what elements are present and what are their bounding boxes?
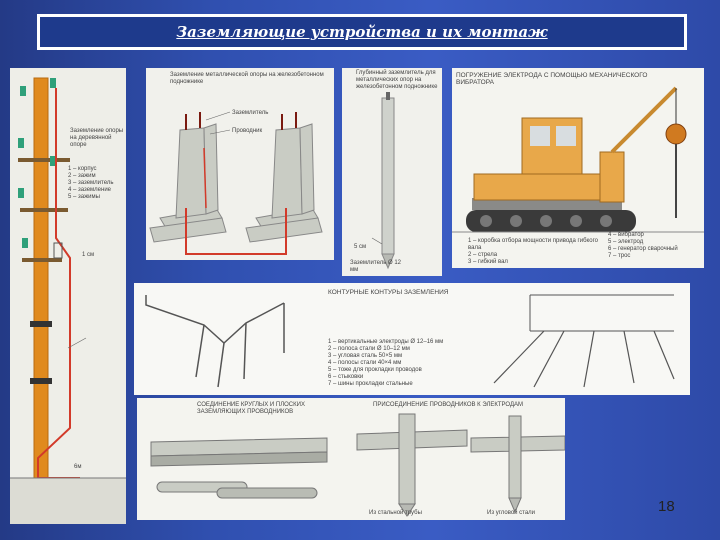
contours-drawing (145, 294, 675, 388)
pole-drawing (10, 77, 126, 524)
electrode-drawing (371, 92, 395, 270)
figure-contours: КОНТУРНЫЕ КОНТУРЫ ЗАЗЕМЛЕНИЯ 1 – вертика… (134, 283, 690, 395)
pole-caption: Заземление опоры на деревянной опоре (70, 128, 124, 148)
joints-drawing (150, 413, 565, 517)
figure-foundation: Заземление металлической опоры на железо… (146, 68, 334, 260)
slide-title: Заземляющие устройства и их монтаж (176, 23, 548, 41)
figure-joints: СОЕДИНЕНИЕ КРУГЛЫХ И ПЛОСКИХ ЗАЗЕМЛЯЮЩИХ… (137, 398, 565, 520)
foundation-label-2: Проводник (232, 128, 263, 134)
contours-title: КОНТУРНЫЕ КОНТУРЫ ЗАЗЕМЛЕНИЯ (328, 289, 449, 296)
vibrator-drawing (452, 86, 704, 233)
joints-caption-2: Из угловой стали (487, 510, 536, 516)
figure-vibrator: ПОГРУЖЕНИЕ ЭЛЕКТРОДА С ПОМОЩЬЮ МЕХАНИЧЕС… (452, 68, 704, 268)
foundation-drawing (149, 111, 323, 255)
vibrator-legend-left: 1 – коробка отбора мощности привода гибк… (468, 238, 598, 265)
foundation-label-1: Заземлитель (232, 110, 269, 116)
figure-pole: Заземление опоры на деревянной опоре 1 –… (10, 68, 126, 524)
electrode-title: Глубинный заземлитель для металлических … (356, 70, 438, 90)
electrode-label-top: 5 см (354, 244, 367, 250)
foundation-title: Заземление металлической опоры на железо… (170, 72, 324, 85)
joints-caption-1: Из стальной трубы (369, 510, 422, 516)
pole-cable-label: 1 см (82, 252, 95, 258)
pole-ground-label: 6м (74, 464, 82, 470)
joints-title-right: ПРИСОЕДИНЕНИЕ ПРОВОДНИКОВ К ЭЛЕКТРОДАМ (373, 402, 524, 408)
joints-title-left: СОЕДИНЕНИЕ КРУГЛЫХ И ПЛОСКИХ ЗАЗЕМЛЯЮЩИХ… (197, 402, 305, 415)
vibrator-title: ПОГРУЖЕНИЕ ЭЛЕКТРОДА С ПОМОЩЬЮ МЕХАНИЧЕС… (456, 72, 648, 86)
page-number: 18 (658, 498, 675, 515)
figure-electrode: Глубинный заземлитель для металлических … (342, 68, 442, 276)
electrode-label-bottom: Заземлитель Ø 12 мм (350, 260, 402, 273)
slide-title-box: Заземляющие устройства и их монтаж (37, 14, 687, 50)
